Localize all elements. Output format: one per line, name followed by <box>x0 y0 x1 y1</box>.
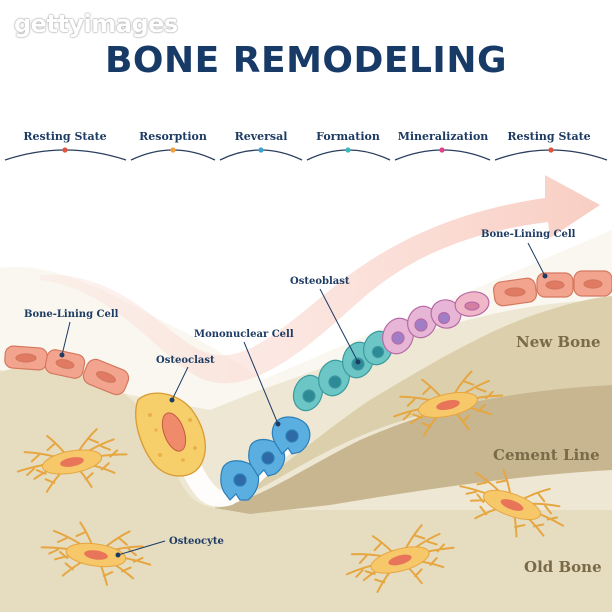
zone-cement-line: Cement Line <box>493 446 600 464</box>
timeline-dot <box>345 147 351 153</box>
osteocyte-cell <box>40 521 152 586</box>
label-osteocyte: Osteocyte <box>169 536 224 547</box>
stage-label-resting-1: Resting State <box>23 130 107 143</box>
timeline-dot <box>170 147 176 153</box>
osteocyte-cell <box>393 370 504 437</box>
stage-label-resting-2: Resting State <box>507 130 591 143</box>
osteocyte-cell <box>345 524 455 593</box>
timeline-dot <box>548 147 554 153</box>
label-bone-lining-right: Bone-Lining Cell <box>481 229 576 240</box>
watermark: gettyimages <box>14 10 178 38</box>
bone-lining-cells-right <box>492 270 612 307</box>
label-bone-lining-left: Bone-Lining Cell <box>24 309 119 320</box>
timeline-dot <box>439 147 445 153</box>
bone-lining-cells-left <box>4 345 130 396</box>
stage-label-formation: Formation <box>316 130 380 143</box>
label-osteoblast: Osteoblast <box>290 276 350 287</box>
stage-label-resorption: Resorption <box>139 130 207 143</box>
zone-new-bone: New Bone <box>516 333 601 351</box>
mononuclear-cells <box>220 416 311 501</box>
osteocytes <box>16 370 564 593</box>
timeline-dot <box>62 147 68 153</box>
timeline-dots <box>62 147 554 153</box>
mineralizing-cells <box>382 291 490 355</box>
osteocyte-cell <box>16 428 128 493</box>
pointer-lines <box>59 242 548 558</box>
timeline-dot <box>258 147 264 153</box>
cement-line-band <box>215 380 612 514</box>
process-arrow <box>40 175 600 384</box>
new-bone-region <box>215 296 612 508</box>
zone-old-bone: Old Bone <box>524 558 602 576</box>
page-title: BONE REMODELING <box>104 40 508 81</box>
osteoclast-cell <box>135 392 206 477</box>
label-osteoclast: Osteoclast <box>156 355 215 366</box>
resorption-pit <box>150 405 300 507</box>
stage-label-mineralization: Mineralization <box>397 130 489 143</box>
stage-label-reversal: Reversal <box>234 130 288 143</box>
label-mononuclear: Mononuclear Cell <box>194 329 294 340</box>
osteocyte-cell <box>459 468 564 538</box>
timeline <box>4 149 608 161</box>
